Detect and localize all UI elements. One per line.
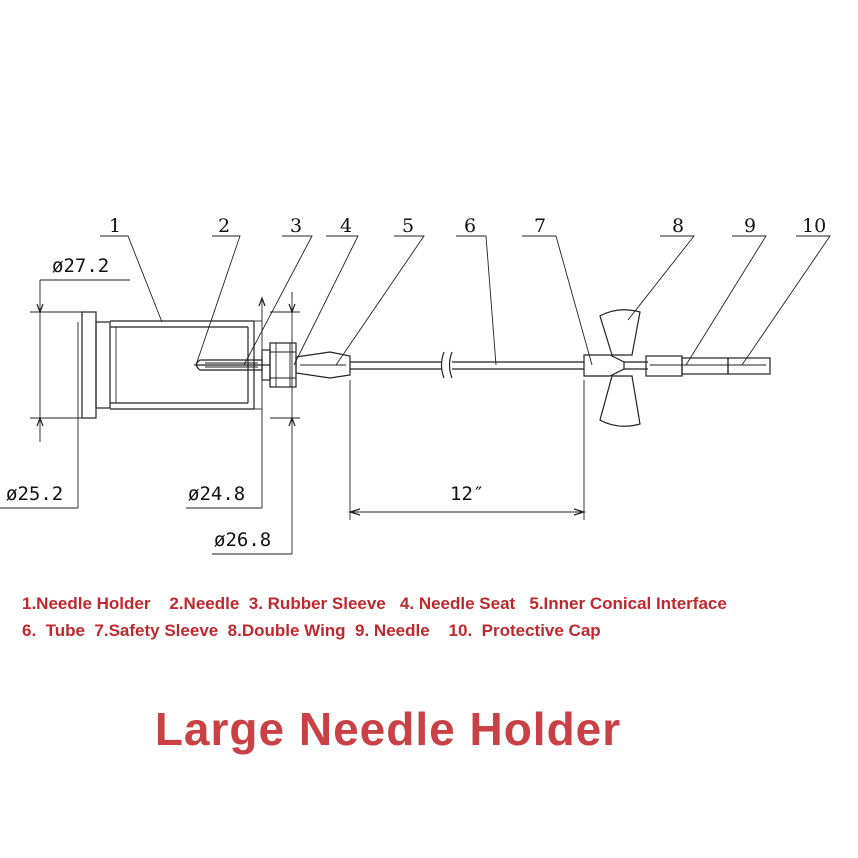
dimension-lines: ø27.2 ø25.2 ø24.8 ø26.8 12″ (0, 255, 587, 555)
dim-tube-length: 12″ (450, 483, 484, 505)
callout-6: 6 (464, 215, 476, 237)
callouts: 1 2 3 4 5 6 7 8 9 10 (100, 215, 831, 366)
page-title: Large Needle Holder (154, 703, 622, 755)
callout-3: 3 (290, 215, 302, 237)
double-wing (599, 309, 641, 427)
callout-8: 8 (672, 215, 684, 237)
dim-d26-8: ø26.8 (214, 529, 271, 551)
inner-needle (194, 359, 270, 371)
callout-7: 7 (534, 215, 546, 237)
needle-holder-barrel (81, 311, 255, 419)
callout-2: 2 (218, 215, 230, 237)
legend-line-1: 1.Needle Holder 2.Needle 3. Rubber Sleev… (22, 594, 727, 613)
callout-9: 9 (744, 215, 756, 237)
dim-d24-8: ø24.8 (188, 483, 245, 505)
callout-4: 4 (340, 215, 352, 237)
conical-interface (295, 351, 351, 379)
tip-needle-and-cap (624, 355, 771, 377)
callout-5: 5 (402, 215, 414, 237)
dim-d27-2: ø27.2 (52, 255, 109, 277)
dim-d25-2: ø25.2 (6, 483, 63, 505)
callout-1: 1 (109, 215, 121, 237)
legend-line-2: 6. Tube 7.Safety Sleeve 8.Double Wing 9.… (22, 621, 601, 640)
callout-10: 10 (802, 215, 826, 237)
tube (350, 351, 584, 379)
